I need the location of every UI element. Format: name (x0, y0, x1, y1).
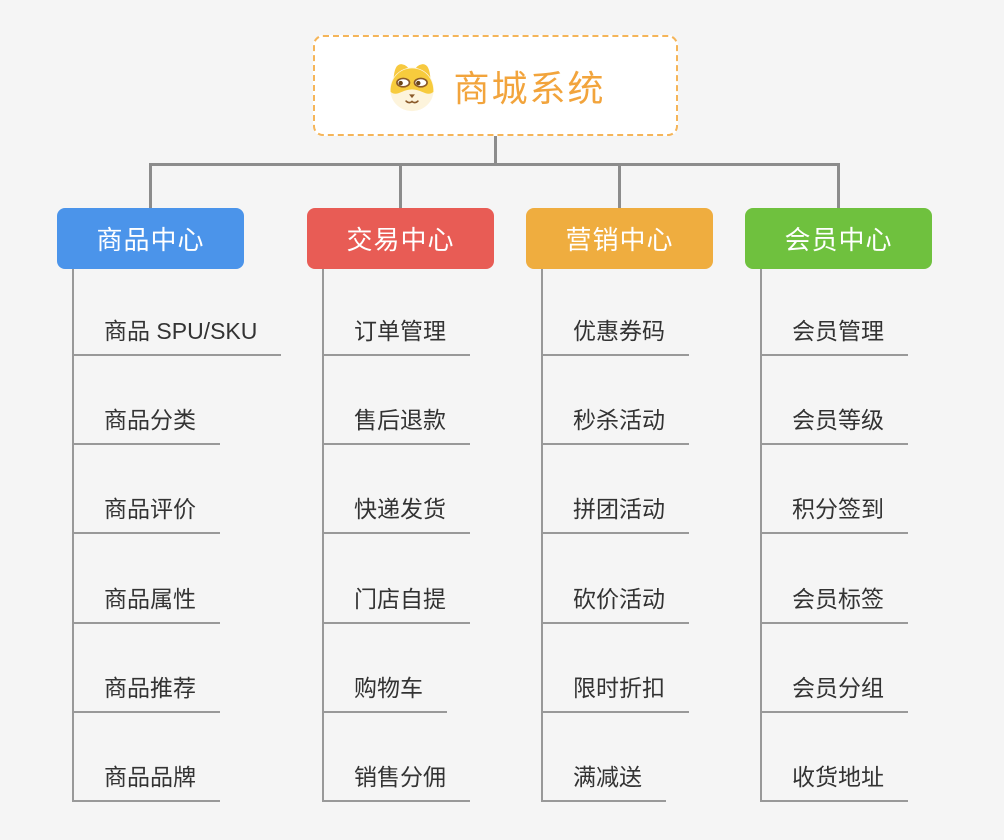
branch-node-product-center[interactable]: 商品中心 (57, 208, 244, 269)
leaf-node[interactable]: 限时折扣 (541, 665, 689, 713)
leaf-node[interactable]: 商品分类 (72, 397, 220, 445)
leaf-node[interactable]: 快递发货 (322, 486, 470, 534)
branch-label: 会员中心 (784, 225, 893, 255)
root-node[interactable]: 商城系统 (313, 35, 678, 136)
branch-trunk-line (541, 269, 543, 800)
leaf-node[interactable]: 商品推荐 (72, 665, 220, 713)
branch-trunk-line (322, 269, 324, 800)
leaf-node[interactable]: 会员分组 (760, 665, 908, 713)
leaf-node[interactable]: 售后退款 (322, 397, 470, 445)
connector-bus (149, 163, 840, 166)
connector-drop (618, 165, 621, 208)
branch-label: 交易中心 (346, 225, 455, 255)
connector-root-stub (494, 136, 497, 166)
leaf-node[interactable]: 会员管理 (760, 308, 908, 356)
branch-trunk-line (760, 269, 762, 800)
leaf-node[interactable]: 优惠券码 (541, 308, 689, 356)
connector-drop (149, 165, 152, 208)
leaf-node[interactable]: 商品 SPU/SKU (72, 308, 282, 356)
branch-node-trade-center[interactable]: 交易中心 (307, 208, 494, 269)
leaf-node[interactable]: 商品评价 (72, 486, 220, 534)
leaf-node[interactable]: 购物车 (322, 665, 447, 713)
branch-node-marketing-center[interactable]: 营销中心 (526, 208, 713, 269)
leaf-node[interactable]: 销售分佣 (322, 754, 470, 802)
leaf-node[interactable]: 满减送 (541, 754, 666, 802)
leaf-node[interactable]: 门店自提 (322, 576, 470, 624)
branch-trunk-line (72, 269, 74, 800)
leaf-node[interactable]: 订单管理 (322, 308, 470, 356)
leaf-node[interactable]: 收货地址 (760, 754, 908, 802)
leaf-node[interactable]: 拼团活动 (541, 486, 689, 534)
leaf-node[interactable]: 砍价活动 (541, 576, 689, 624)
branch-label: 营销中心 (565, 225, 674, 255)
dog-icon (385, 60, 439, 112)
leaf-node[interactable]: 会员等级 (760, 397, 908, 445)
leaf-node[interactable]: 秒杀活动 (541, 397, 689, 445)
connector-drop (399, 165, 402, 208)
root-title: 商城系统 (453, 67, 606, 109)
branch-node-member-center[interactable]: 会员中心 (745, 208, 932, 269)
leaf-node[interactable]: 积分签到 (760, 486, 908, 534)
leaf-node[interactable]: 商品属性 (72, 576, 220, 624)
branch-label: 商品中心 (96, 225, 205, 255)
connector-drop (837, 165, 840, 208)
leaf-node[interactable]: 会员标签 (760, 576, 908, 624)
leaf-node[interactable]: 商品品牌 (72, 754, 220, 802)
